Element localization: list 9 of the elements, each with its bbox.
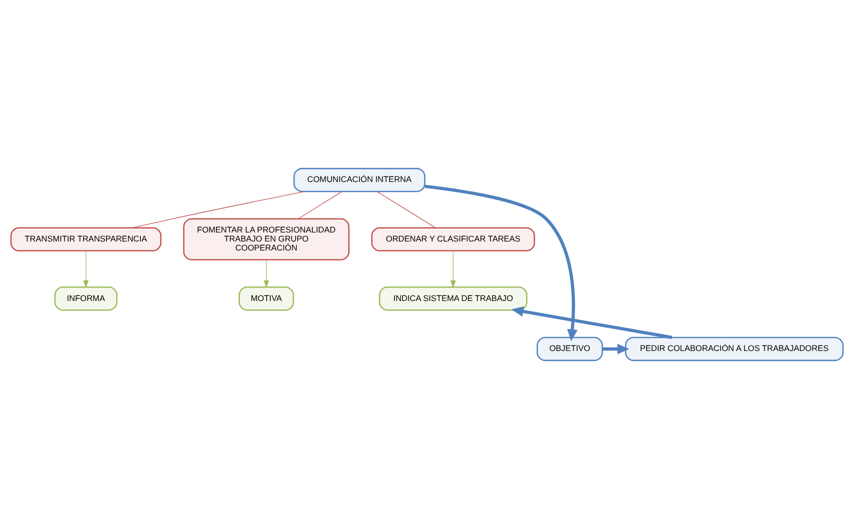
connector <box>298 191 342 220</box>
arrow <box>602 344 630 354</box>
arrow <box>424 184 578 342</box>
arrow <box>450 250 456 288</box>
connector <box>132 191 305 228</box>
arrow <box>264 259 270 288</box>
connector <box>376 191 436 228</box>
arrow <box>83 250 89 288</box>
arrow <box>511 306 672 340</box>
